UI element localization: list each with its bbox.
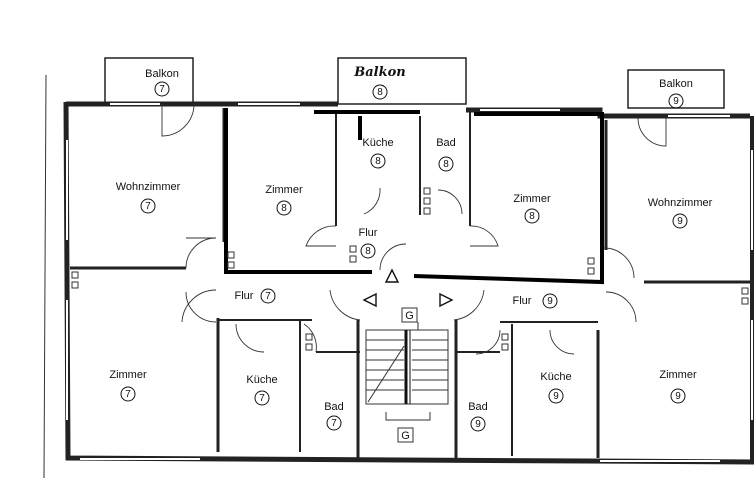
unit-number-circle [668, 93, 684, 109]
room-name-label: Küche [246, 374, 277, 386]
room-name-label: Balkon [353, 65, 405, 80]
unit-number-label: 8 [375, 156, 381, 167]
room-kueche-9: Küche 9 [540, 371, 572, 404]
unit-number-label: 7 [159, 84, 165, 95]
balkon-7-outline [104, 57, 194, 104]
room-bad-8: Bad 8 [436, 137, 456, 172]
room-zimmer-8b: Zimmer 8 [513, 193, 551, 224]
unit-number-circle [372, 84, 388, 100]
room-name-label: Balkon [145, 68, 179, 80]
unit-number-label: 7 [265, 291, 271, 302]
unit-number-label: 7 [145, 201, 151, 212]
room-name-label: Zimmer [659, 369, 697, 381]
unit-number-circle [542, 293, 558, 309]
unit-number-circle [670, 388, 686, 404]
unit-number-circle [548, 388, 564, 404]
room-zimmer-8a: Zimmer 8 [265, 184, 303, 216]
right-arrow-icon [439, 292, 454, 308]
room-bad-7: Bad 7 [324, 401, 344, 431]
room-wohnzimmer-7: Wohnzimmer 7 [116, 181, 181, 214]
unit-number-label: 8 [529, 211, 535, 222]
landing-arrows [362, 268, 454, 308]
room-name-label: Bad [436, 137, 456, 149]
room-kueche-8: Küche 8 [362, 137, 394, 169]
shaft-marks [71, 187, 749, 351]
unit-number-circle [120, 386, 136, 402]
room-name-label: Bad [468, 401, 488, 413]
room-flur-7: Flur 7 [235, 288, 276, 304]
unit-number-label: 8 [281, 203, 287, 214]
unit-number-label: 9 [675, 391, 681, 402]
room-name-label: Zimmer [109, 369, 147, 381]
room-name-label: Zimmer [265, 184, 303, 196]
unit-number-label: 8 [377, 87, 383, 98]
stair-marker-bottom-label: G [401, 430, 410, 442]
unit-number-circle [360, 243, 376, 259]
room-name-label: Küche [362, 137, 393, 149]
interior-walls [70, 108, 752, 458]
unit-number-circle [470, 416, 486, 432]
room-bad-9: Bad 9 [468, 401, 488, 432]
door-swings [161, 103, 667, 355]
unit-number-label: 9 [553, 391, 559, 402]
room-balkon-7: Balkon 7 [145, 68, 179, 97]
room-name-label: Wohnzimmer [116, 181, 181, 193]
left-arrow-icon [362, 292, 377, 308]
unit-number-label: 7 [259, 393, 265, 404]
unit-number-circle [524, 208, 540, 224]
unit-number-circle [140, 198, 156, 214]
unit-number-label: 9 [547, 296, 553, 307]
stair-marker-bottom: G [397, 427, 414, 443]
room-name-label: Flur [235, 290, 254, 302]
unit-number-circle [254, 390, 270, 406]
balkon-8-outline [337, 57, 467, 105]
unit-number-circle [154, 81, 170, 97]
room-name-label: Flur [513, 295, 532, 307]
unit-number-circle [326, 415, 342, 431]
unit-number-label: 7 [125, 389, 131, 400]
room-flur-8: Flur 8 [359, 227, 378, 259]
room-wohnzimmer-9: Wohnzimmer 9 [648, 197, 713, 229]
room-name-label: Zimmer [513, 193, 551, 205]
up-arrow-icon [384, 268, 400, 283]
room-flur-9: Flur 9 [513, 293, 558, 309]
window-marks [66, 103, 753, 462]
room-kueche-7: Küche 7 [246, 374, 278, 406]
unit-number-label: 9 [673, 96, 679, 107]
unit-number-label: 8 [443, 159, 449, 170]
stair-treads [366, 339, 448, 391]
unit-number-label: 9 [677, 216, 683, 227]
unit-number-circle [370, 153, 386, 169]
unit-number-label: 7 [331, 418, 337, 429]
room-name-label: Balkon [659, 78, 693, 90]
room-name-label: Flur [359, 227, 378, 239]
unit-number-circle [672, 213, 688, 229]
room-zimmer-7: Zimmer 7 [109, 369, 147, 402]
unit-number-circle [276, 200, 292, 216]
room-zimmer-9: Zimmer 9 [659, 369, 697, 404]
stair-marker-top-label: G [405, 310, 414, 322]
room-name-label: Wohnzimmer [648, 197, 713, 209]
room-name-label: Küche [540, 371, 571, 383]
room-labels: Balkon7Balkon8Balkon9Wohnzimmer7Zimmer8K… [109, 65, 713, 432]
page-margin-line [43, 74, 47, 479]
room-name-label: Bad [324, 401, 344, 413]
unit-number-circle [438, 156, 454, 172]
stairwell [365, 322, 449, 421]
unit-number-circle [260, 288, 276, 304]
room-balkon-9: Balkon 9 [659, 78, 693, 109]
stair-marker-top: G [401, 307, 418, 323]
unit-8-boundary [224, 108, 604, 285]
unit-number-label: 9 [475, 419, 481, 430]
unit-number-label: 8 [365, 246, 371, 257]
room-balkon-8: Balkon 8 [353, 65, 406, 100]
